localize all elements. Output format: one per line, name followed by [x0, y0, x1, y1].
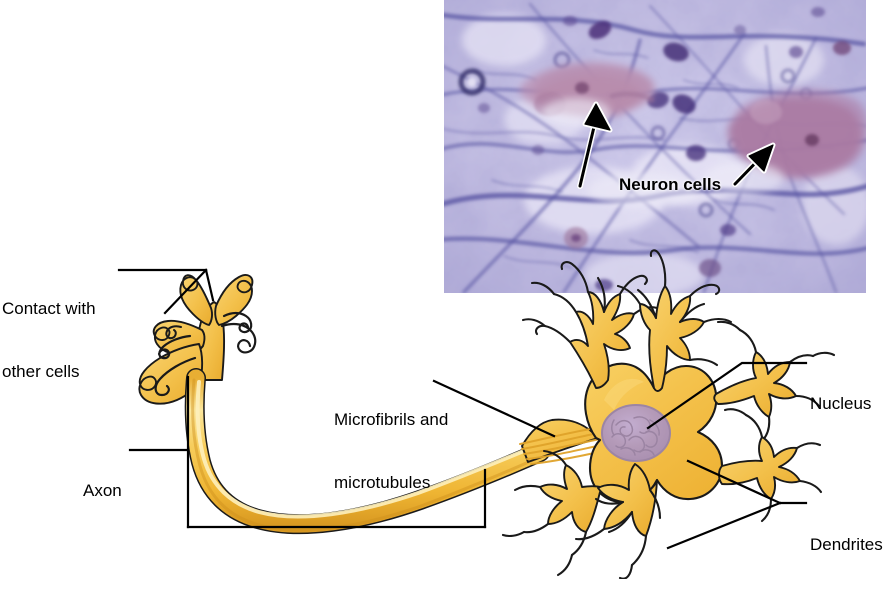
label-nucleus: Nucleus	[810, 353, 871, 457]
arrow-to-left-neuron	[577, 101, 613, 189]
dendrites-lower-middle	[574, 463, 662, 579]
leader-contact-branch-upper	[204, 268, 215, 302]
axon-fiber	[184, 368, 550, 535]
label-contact-line-1: Contact with	[2, 299, 96, 319]
dendrites-upper-left	[521, 261, 659, 389]
label-axon-line-1: Axon	[83, 481, 122, 501]
leader-microfibrils	[432, 379, 556, 438]
leader-lines	[117, 268, 808, 550]
label-contact-line-2: other cells	[2, 361, 80, 381]
label-dendrites-line-1: Dendrites	[810, 535, 883, 555]
leader-nucleus	[646, 361, 808, 430]
micrograph-neuron-right-detail	[750, 100, 819, 146]
dendrites-lower-left	[501, 449, 604, 577]
micrograph-svg	[444, 0, 866, 293]
label-dendrites: Dendrites	[810, 494, 883, 598]
nucleus-shape	[601, 404, 671, 462]
axon-terminals	[138, 274, 257, 405]
label-microfibrils-line-1: Microfibrils and	[334, 410, 449, 430]
dendrites-right	[713, 320, 836, 523]
neuron-diagram	[117, 249, 836, 579]
label-microfibrils-line-2: microtubules	[334, 472, 431, 492]
leader-dendrites-upper	[686, 459, 782, 505]
label-nucleus-line-1: Nucleus	[810, 394, 872, 414]
neuron-cells-micrograph	[444, 0, 866, 293]
label-contact-with-other-cells: Contact with other cells	[2, 258, 96, 424]
leader-contact-branch-lower	[163, 268, 208, 315]
dendrites-upper-right	[616, 249, 733, 392]
micrograph-glial-nuclei	[478, 7, 851, 291]
label-axon: Axon	[83, 440, 122, 544]
label-microfibrils-and-microtubules: Microfibrils and microtubules	[334, 369, 448, 535]
micrograph-caption: Neuron cells	[619, 175, 722, 194]
leader-dendrites-lower	[666, 501, 782, 550]
micrograph-arrows	[577, 101, 776, 189]
arrow-to-right-neuron	[732, 142, 776, 187]
figure-canvas: Neuron cells	[2, 0, 883, 579]
